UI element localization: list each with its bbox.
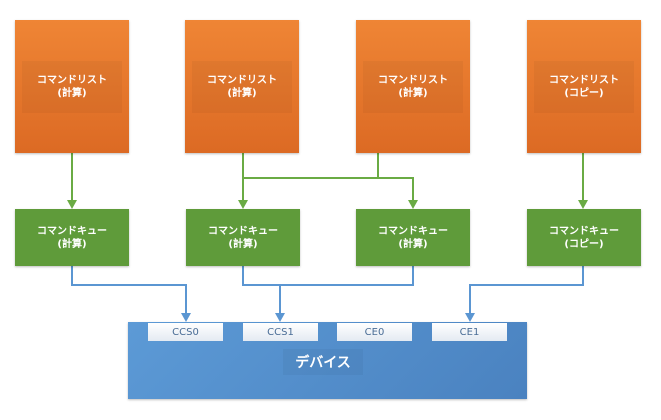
device-label: デバイス xyxy=(283,349,363,375)
engine-ce1: CE1 xyxy=(432,323,507,341)
command-list-compute-3: コマンドリスト (計算) xyxy=(356,20,470,153)
command-list-label: コマンドリスト (計算) xyxy=(363,60,463,113)
engine-ccs0: CCS0 xyxy=(148,323,223,341)
command-list-compute-1: コマンドリスト (計算) xyxy=(15,20,129,153)
blue-connectors xyxy=(71,266,584,315)
engine-ce0: CE0 xyxy=(337,323,412,341)
command-list-label: コマンドリスト (計算) xyxy=(22,60,122,113)
engine-ccs1: CCS1 xyxy=(243,323,318,341)
command-list-label: コマンドリスト (コピー) xyxy=(534,60,634,113)
command-queue-compute-2: コマンドキュー (計算) xyxy=(186,209,300,266)
device: CCS0 CCS1 CE0 CE1 デバイス xyxy=(128,322,527,399)
command-list-copy: コマンドリスト (コピー) xyxy=(527,20,641,153)
green-connectors xyxy=(71,153,584,202)
command-list-compute-2: コマンドリスト (計算) xyxy=(185,20,299,153)
green-arrowheads xyxy=(67,200,588,209)
command-queue-compute-3: コマンドキュー (計算) xyxy=(356,209,470,266)
blue-arrowheads xyxy=(181,313,475,322)
command-queue-copy: コマンドキュー (コピー) xyxy=(527,209,641,266)
command-list-label: コマンドリスト (計算) xyxy=(192,60,292,113)
command-queue-compute-1: コマンドキュー (計算) xyxy=(15,209,129,266)
